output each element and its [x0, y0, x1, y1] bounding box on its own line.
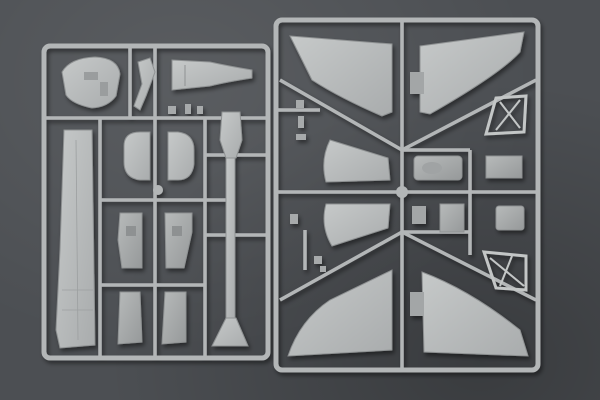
seat-part-left	[117, 212, 143, 269]
shell-half-left	[123, 131, 151, 181]
lattice-part-top	[483, 94, 528, 136]
mast-part	[225, 149, 236, 321]
nose-part	[61, 56, 121, 109]
sprue-right	[273, 17, 541, 373]
shell-half-right	[167, 131, 195, 181]
sprue-left	[41, 43, 271, 361]
strut-part	[133, 57, 156, 111]
fuselage-panel	[55, 129, 96, 349]
exhaust-part	[171, 59, 253, 91]
tailplane-lower	[323, 203, 391, 247]
mast-base	[211, 317, 249, 347]
fin-upper-left	[289, 35, 393, 117]
small-parts	[168, 104, 203, 114]
fin-upper-right	[419, 31, 525, 115]
seat-part-right	[164, 212, 193, 269]
tailplane-upper	[323, 139, 391, 183]
fin-lower-right	[421, 271, 529, 357]
lattice-part-bottom	[481, 250, 528, 292]
box-part-right	[161, 291, 187, 345]
block-part-b	[439, 203, 465, 233]
block-part-c	[495, 205, 525, 231]
box-part-left	[117, 291, 143, 345]
fin-lower-left	[287, 269, 393, 357]
small-parts	[290, 100, 326, 272]
block-part-a	[485, 155, 523, 179]
sprue-frame	[273, 17, 541, 373]
